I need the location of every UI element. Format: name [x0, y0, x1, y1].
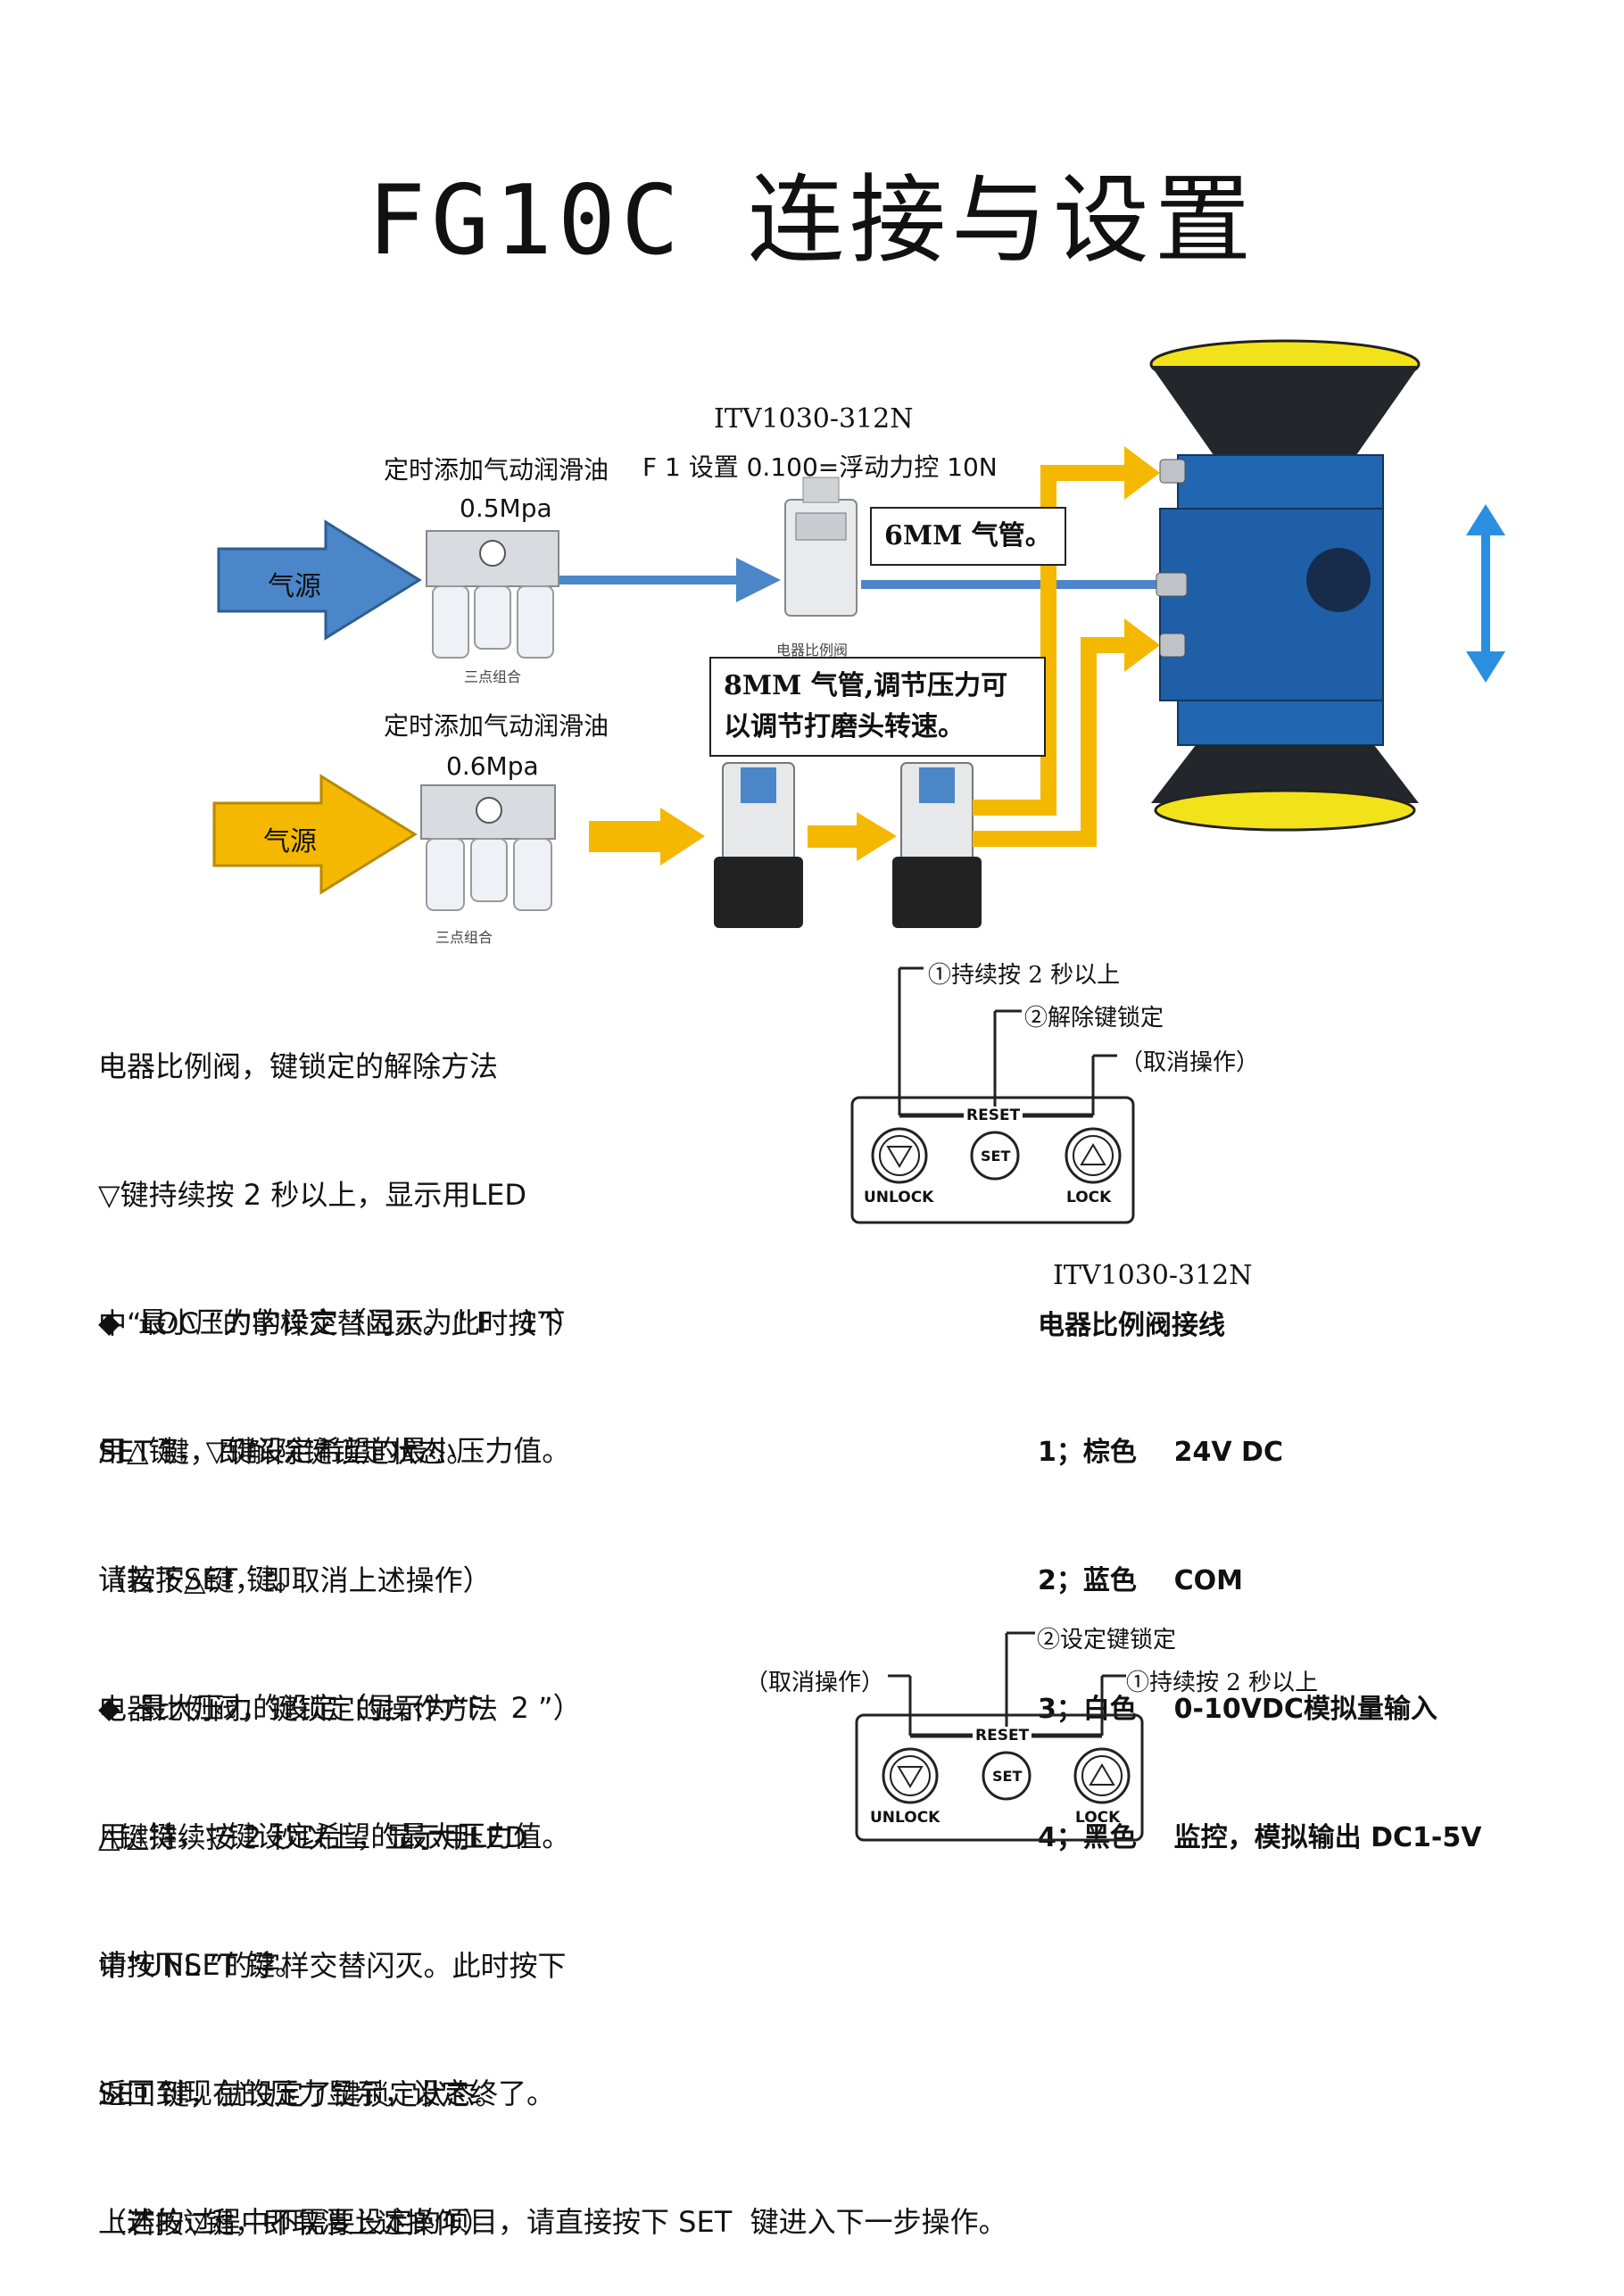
solenoid-valve-1 — [714, 762, 803, 928]
lock-line: △键持续按 2 秒以上，显示用LED — [98, 1820, 527, 1854]
air-source-label-bottom: 气源 — [263, 826, 317, 858]
unlock-line: ▽键持续按 2 秒以上，显示用LED — [98, 1178, 527, 1212]
page-title: FG10C 连接与设置 — [367, 165, 1257, 277]
lock-unlock-key-label: UNLOCK — [870, 1809, 940, 1827]
pressure-line: 返回到现在的压力显示，设定终了。 — [98, 2076, 556, 2110]
unlock-line: 电器比例阀，键锁定的解除方法 — [98, 1049, 499, 1083]
frl-unit-bottom — [420, 784, 556, 911]
callout-8mm: 8MM 气管,调节压力可 以调节打磨头转速。 — [709, 657, 1046, 757]
pressure-line: 用△键，▽键设定希望的最大压力值。 — [98, 1819, 571, 1853]
unlock-instructions: 电器比例阀，键锁定的解除方法 ▽键持续按 2 秒以上，显示用LED 中“LOC … — [98, 959, 566, 1645]
unlock-step1-label: ①持续按 2 秒以上 — [928, 962, 1121, 989]
pressure-label-top: 0.5Mpa — [460, 493, 552, 523]
unlock-line: SET 键，即解除键锁定状态。 — [98, 1435, 476, 1469]
yellow-arrowhead-lower — [1124, 618, 1160, 672]
pressure-line: ◆ 最大压力的设定（显示为“F 2 ”） — [98, 1691, 582, 1725]
lock-line: SET 键，就设定了键锁定状态。 — [98, 2077, 504, 2111]
unlock-line: （若按△键，即取消上述操作） — [98, 1563, 492, 1597]
frl-unit-top — [426, 530, 559, 659]
pressure-line: 请按下SET 键。 — [98, 1562, 304, 1596]
yellow-arrow-1 — [589, 808, 705, 866]
frl-caption-top: 三点组合 — [464, 668, 522, 685]
lock-reset-label: RESET — [973, 1727, 1032, 1745]
air-source-arrow-blue — [217, 519, 422, 641]
lock-line: 中“UNL ”的字样交替闪灭。此时按下 — [98, 1949, 567, 1983]
callout-6mm: 6MM 气管。 — [870, 507, 1066, 566]
callout-8mm-line2: 以调节打磨头转速。 — [724, 711, 965, 742]
lock-key-label: LOCK — [1066, 1189, 1112, 1206]
lube-label-bottom: 定时添加气动润滑油 — [384, 711, 609, 741]
unlock-cancel-label: （取消操作） — [1120, 1049, 1260, 1076]
yellow-line-upper — [973, 465, 1133, 816]
air-source-label-top: 气源 — [268, 571, 321, 602]
yellow-line-lower — [973, 637, 1133, 847]
wiring-row: 1；棕色 24V DC — [1038, 1437, 1283, 1468]
pneumatic-diagram — [212, 339, 1505, 928]
unlock-key-label: UNLOCK — [864, 1189, 934, 1206]
double-arrow-icon — [1466, 504, 1505, 683]
unlock-reset-label: RESET — [964, 1107, 1023, 1124]
pressure-label-bottom: 0.6Mpa — [446, 751, 539, 781]
air-source-arrow-yellow — [212, 774, 418, 895]
proportional-valve — [784, 477, 858, 617]
yellow-arrowhead-upper — [1124, 446, 1160, 500]
floating-tool — [1149, 339, 1421, 832]
unlock-set-key: SET — [981, 1148, 1011, 1165]
wiring-row: 3；白色 0-10VDC模拟量输入 — [1038, 1694, 1438, 1725]
valve-model-label: ITV1030-312N — [714, 403, 914, 435]
lock-set-key: SET — [992, 1768, 1023, 1785]
frl-caption-bottom: 三点组合 — [435, 929, 493, 946]
wiring-list: 1；棕色 24V DC 2；蓝色 COM 3；白色 0-10VDC模拟量输入 4… — [1038, 1346, 1481, 1902]
pressure-line: 上述的过程中不需要设定的项目，请直接按下 SET 键进入下一步操作。 — [98, 2205, 1007, 2239]
unlock-step2-label: ②解除键锁定 — [1024, 1005, 1164, 1032]
pressure-line: 请按下SET 键。 — [98, 1948, 304, 1982]
lube-label-top: 定时添加气动润滑油 — [384, 455, 609, 485]
lock-step1-label: ①持续按 2 秒以上 — [1126, 1670, 1319, 1696]
pressure-line: ◆ 最小压力的设定（显示为“ F 1”） — [98, 1305, 582, 1339]
wiring-heading: 电器比例阀接线 — [1038, 1310, 1225, 1341]
wiring-row: 2；蓝色 COM — [1038, 1565, 1244, 1596]
unlock-line: 中“LOC ”的字样交替闪灭。此时按下 — [98, 1306, 566, 1340]
lock-line: （若按▽键，即取消上述操作） — [98, 2206, 492, 2240]
wiring-model: ITV1030-312N — [1053, 1260, 1253, 1291]
lock-step2-label: ②设定键锁定 — [1037, 1627, 1177, 1654]
unlock-keypad-diagram — [850, 966, 1135, 1224]
lock-lock-key-label: LOCK — [1075, 1809, 1121, 1827]
pressure-instructions: ◆ 最小压力的设定（显示为“ F 1”） 用△键，▽键设定希望的最小压力值。 请… — [98, 1215, 1007, 2286]
yellow-arrow-2 — [808, 812, 897, 861]
lock-instructions: 电器比例阀，键锁定的操作方法 △键持续按 2 秒以上，显示用LED 中“UNL … — [98, 1602, 567, 2287]
wiring-row: 4；黑色 监控，模拟输出 DC1-5V — [1038, 1822, 1482, 1853]
lock-line: 电器比例阀，键锁定的操作方法 — [98, 1692, 499, 1726]
lock-cancel-label: （取消操作） — [745, 1670, 885, 1696]
callout-8mm-line1: 8MM 气管,调节压力可 — [724, 670, 1008, 701]
solenoid-valve-2 — [892, 762, 982, 928]
callout-6mm-text: 6MM 气管。 — [884, 520, 1052, 551]
arrow-head-valve — [736, 558, 781, 602]
valve-caption: 电器比例阀 — [776, 642, 849, 659]
lock-keypad-diagram — [855, 1631, 1144, 1842]
pressure-line: 用△键，▽键设定希望的最小压力值。 — [98, 1434, 571, 1468]
